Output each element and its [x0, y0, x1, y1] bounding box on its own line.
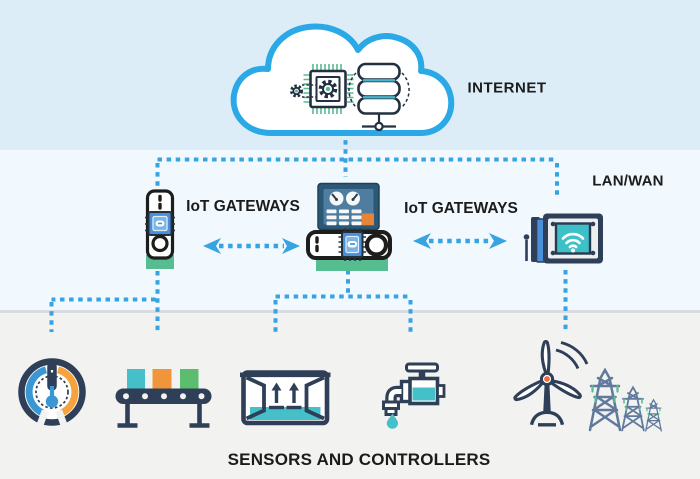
arrow-left-center	[203, 238, 300, 254]
monitor-alert-cell	[361, 213, 374, 226]
scada-monitor-icon	[317, 182, 380, 231]
iot-gateways-label-left: IoT GATEWAYS	[186, 198, 300, 215]
wifi-icon	[561, 232, 585, 249]
rack-gateway-device	[145, 189, 175, 269]
temperature-gauge-icon	[18, 358, 86, 429]
water-drop	[386, 413, 398, 429]
arrow-center-right	[413, 233, 507, 249]
layer-divider	[0, 310, 700, 313]
port-circle	[364, 233, 389, 257]
gateway-link-arrows	[203, 233, 507, 254]
open-box-icon	[240, 370, 331, 426]
sensors-and-controllers-label: SENSORS AND CONTROLLERS	[227, 450, 491, 469]
conveyor-belt-icon	[115, 369, 212, 428]
lan-wan-label: LAN/WAN	[592, 172, 664, 190]
wind-turbine-icon	[511, 339, 589, 427]
server-stack-icon	[348, 62, 410, 132]
iot-gateways-label-right: IoT GATEWAYS	[404, 200, 518, 217]
connector-center-branch	[273, 294, 413, 333]
connector-left-branch	[49, 297, 156, 332]
power-towers-icon	[588, 368, 662, 432]
port-circle	[151, 234, 169, 253]
wireless-gateway-device	[523, 213, 603, 264]
processor-gears-icon	[290, 64, 354, 114]
this-way-up-arrows	[269, 382, 302, 410]
controller-gateway-device	[306, 182, 392, 271]
dashed-connectors	[49, 131, 568, 333]
water-valve-icon	[382, 362, 446, 429]
internet-label: INTERNET	[467, 79, 547, 97]
